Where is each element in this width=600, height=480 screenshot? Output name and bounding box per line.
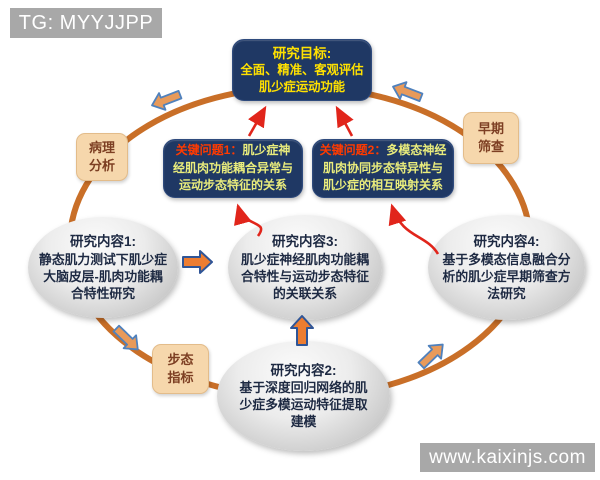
ring-arrowhead-bottom-right: [417, 343, 444, 370]
ring-label-early-screening: 早期 筛查: [463, 112, 519, 164]
research-content-title: 研究内容4:: [473, 234, 540, 250]
ring-arrowhead-top-right: [392, 81, 424, 103]
red-arrow-question1-to-goal: [247, 105, 267, 137]
ring-label-line: 分析: [88, 158, 115, 173]
research-content-3-ellipse: 研究内容3: 肌少症神经肌肉功能耦合特性与运动步态特征的关联关系: [228, 215, 382, 320]
ring-label-line: 筛查: [477, 139, 504, 154]
block-arrow-content1-to-content3: [182, 250, 213, 274]
research-content-4-ellipse: 研究内容4: 基于多模态信息融合分析的肌少症早期筛查方法研究: [428, 215, 585, 320]
research-goal-line: 肌少症运动功能: [258, 79, 346, 94]
watermark-bottom-right: www.kaixinjs.com: [420, 443, 595, 472]
ring-arrowhead-top-left: [151, 89, 183, 111]
research-content-body: 基于多模态信息融合分析的肌少症早期筛查方法研究: [442, 251, 571, 301]
key-question-2-box: 关键问题2：多模态神经肌肉协同步态特异性与肌少症的相互映射关系: [312, 139, 454, 198]
ring-label-line: 早期: [477, 121, 504, 137]
research-content-title: 研究内容2:: [270, 362, 337, 378]
research-content-1-ellipse: 研究内容1: 静态肌力测试下肌少症大脑皮层-肌肉功能耦合特性研究: [28, 217, 178, 318]
research-content-body: 静态肌力测试下肌少症大脑皮层-肌肉功能耦合特性研究: [39, 251, 167, 301]
ring-label-line: 步态: [167, 352, 194, 368]
ring-label-pathology-analysis: 病理 分析: [76, 133, 128, 181]
research-content-body: 肌少症神经肌肉功能耦合特性与运动步态特征的关联关系: [241, 251, 369, 301]
ring-arrowhead-bottom-left: [112, 324, 139, 351]
red-curve-content4-to-question2: [388, 203, 440, 255]
ring-label-line: 指标: [167, 370, 194, 385]
research-content-2-ellipse: 研究内容2: 基于深度回归网络的肌少症多模运动特征提取建模: [217, 341, 390, 451]
research-content-title: 研究内容1:: [69, 234, 136, 250]
key-question-label: 关键问题2：: [319, 143, 387, 158]
research-content-body: 基于深度回归网络的肌少症多模运动特征提取建模: [239, 380, 368, 430]
watermark-top-left: TG: MYYJJPP: [10, 8, 162, 38]
ring-label-line: 病理: [88, 140, 115, 156]
research-goal-box: 研究目标: 全面、精准、客观评估 肌少症运动功能: [232, 39, 372, 101]
red-arrow-question2-to-goal: [335, 105, 354, 137]
research-goal-line: 全面、精准、客观评估: [240, 63, 364, 78]
key-question-label: 关键问题1：: [175, 143, 243, 158]
key-question-1-box: 关键问题1：肌少症神经肌肉功能耦合异常与运动步态特征的关系: [163, 139, 303, 198]
ring-label-gait-index: 步态 指标: [152, 344, 209, 394]
research-content-title: 研究内容3:: [271, 234, 338, 250]
research-goal-title: 研究目标:: [272, 45, 332, 61]
